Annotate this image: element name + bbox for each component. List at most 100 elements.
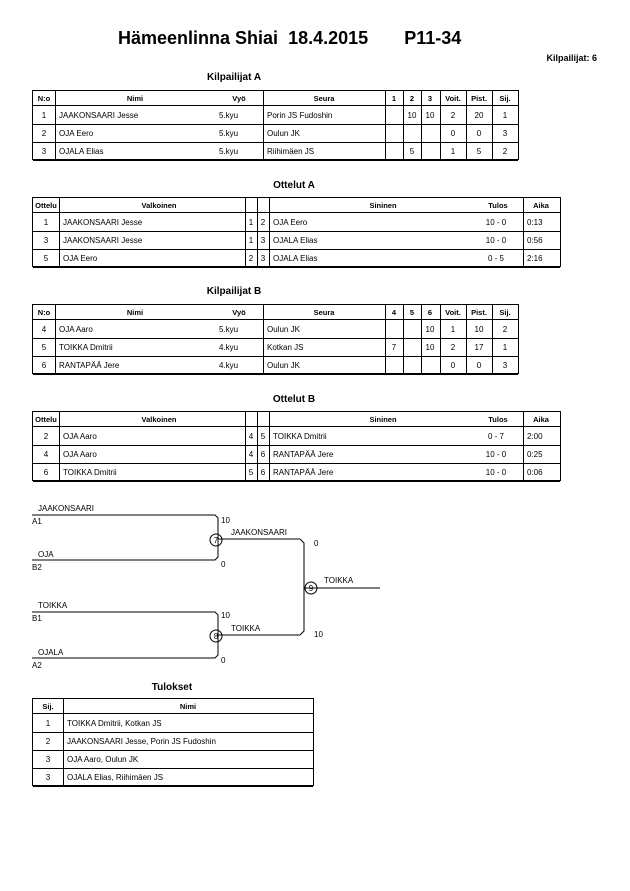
column-divider [403, 91, 404, 159]
table-header: Sij. Nimi [33, 699, 313, 714]
cell-name: JAAKONSAARI Jesse [59, 111, 139, 120]
column-header-match: Ottelu [35, 415, 57, 424]
cell-belt: 5.kyu [219, 111, 239, 120]
column-header-name: Nimi [126, 94, 144, 103]
cell-name: JAAKONSAARI Jesse, Porin JS Fudoshin [67, 737, 216, 746]
semi2-top-seed: B1 [32, 614, 42, 623]
cell-place: 3 [502, 361, 508, 370]
column-divider [523, 412, 524, 480]
cell-place: 3 [45, 755, 51, 764]
column-header-round2: 5 [409, 308, 415, 317]
column-divider [421, 305, 422, 373]
cell-no: 6 [41, 361, 47, 370]
cell-blue: RANTAPÄÄ Jere [273, 468, 334, 477]
cell-club: Riihimäen JS [267, 147, 315, 156]
final-winner: TOIKKA [324, 576, 354, 585]
column-divider [257, 198, 258, 266]
cell-points: 10 [474, 325, 484, 334]
cell-name: TOIKKA Dmitrii, Kotkan JS [67, 719, 162, 728]
semi2-top-name: TOIKKA [38, 601, 68, 610]
cell-no: 5 [41, 343, 47, 352]
cell-blue: RANTAPÄÄ Jere [273, 450, 334, 459]
column-header-round3: 6 [427, 308, 433, 317]
semi2-winner: TOIKKA [231, 624, 261, 633]
column-divider [385, 91, 386, 159]
cell-name: OJA Eero [59, 129, 94, 138]
cell-bn: 3 [260, 254, 266, 263]
final-match-number: 9 [309, 584, 314, 593]
cell-white: OJA Aaro [63, 432, 97, 441]
column-header-wins: Voit. [445, 308, 461, 317]
cell-no: 2 [41, 129, 47, 138]
semi2-top-score: 10 [221, 611, 230, 620]
competitor-count: Kilpailijat: 6 [546, 53, 597, 63]
cell-points: 17 [474, 343, 484, 352]
column-divider [385, 305, 386, 373]
results-heading: Tulokset [151, 682, 193, 693]
cell-wn: 4 [248, 432, 254, 441]
column-divider [59, 198, 60, 266]
event-date: 18.4.2015 [288, 28, 369, 48]
event-class: P11-34 [404, 28, 462, 48]
group-a-heading: Kilpailijat A [206, 72, 262, 83]
cell-r2 [403, 339, 421, 356]
cell-wn: 5 [248, 468, 254, 477]
group-b-heading: Kilpailijat B [206, 286, 262, 297]
column-header-belt: Vyö [232, 94, 246, 103]
cell-place: 3 [45, 773, 51, 782]
cell-white: TOIKKA Dmitrii [63, 468, 117, 477]
cell-points: 0 [476, 361, 482, 370]
column-divider [421, 91, 422, 159]
cell-wins: 1 [450, 147, 456, 156]
cell-wins: 0 [450, 129, 456, 138]
column-header-name: Nimi [179, 702, 197, 711]
cell-result: 0 - 5 [487, 254, 504, 263]
cell-match: 6 [43, 468, 49, 477]
column-header-points: Pist. [471, 308, 487, 317]
column-divider [63, 699, 64, 785]
cell-wins: 0 [450, 361, 456, 370]
matches-a-heading: Ottelut A [273, 180, 315, 191]
cell-club: Oulun JK [267, 325, 300, 334]
cell-wn: 1 [248, 218, 254, 227]
cell-blue: OJA Eero [273, 218, 308, 227]
column-header-points: Pist. [471, 94, 487, 103]
cell-wins: 1 [450, 325, 456, 334]
cell-wn: 2 [248, 254, 254, 263]
column-divider [440, 305, 441, 373]
cell-r2 [403, 357, 421, 374]
column-divider [59, 412, 60, 480]
cell-place: 2 [502, 147, 508, 156]
cell-result: 10 - 0 [485, 450, 507, 459]
cell-match: 5 [43, 254, 49, 263]
column-divider [523, 198, 524, 266]
cell-bn: 2 [260, 218, 266, 227]
semi1-bottom-score: 0 [221, 560, 226, 569]
matches-b-heading: Ottelut B [272, 394, 316, 405]
column-divider [55, 91, 56, 159]
cell-r1 [385, 357, 403, 374]
column-header-time: Aika [533, 201, 549, 210]
cell-name: OJA Aaro [59, 325, 93, 334]
column-divider [245, 198, 246, 266]
semi1-bottom-name: OJA [38, 550, 54, 559]
cell-no: 1 [41, 111, 47, 120]
cell-blue: TOIKKA Dmitrii [273, 432, 327, 441]
column-header-place: Sij. [42, 702, 54, 711]
cell-belt: 5.kyu [219, 325, 239, 334]
cell-r3: 10 [425, 111, 435, 120]
